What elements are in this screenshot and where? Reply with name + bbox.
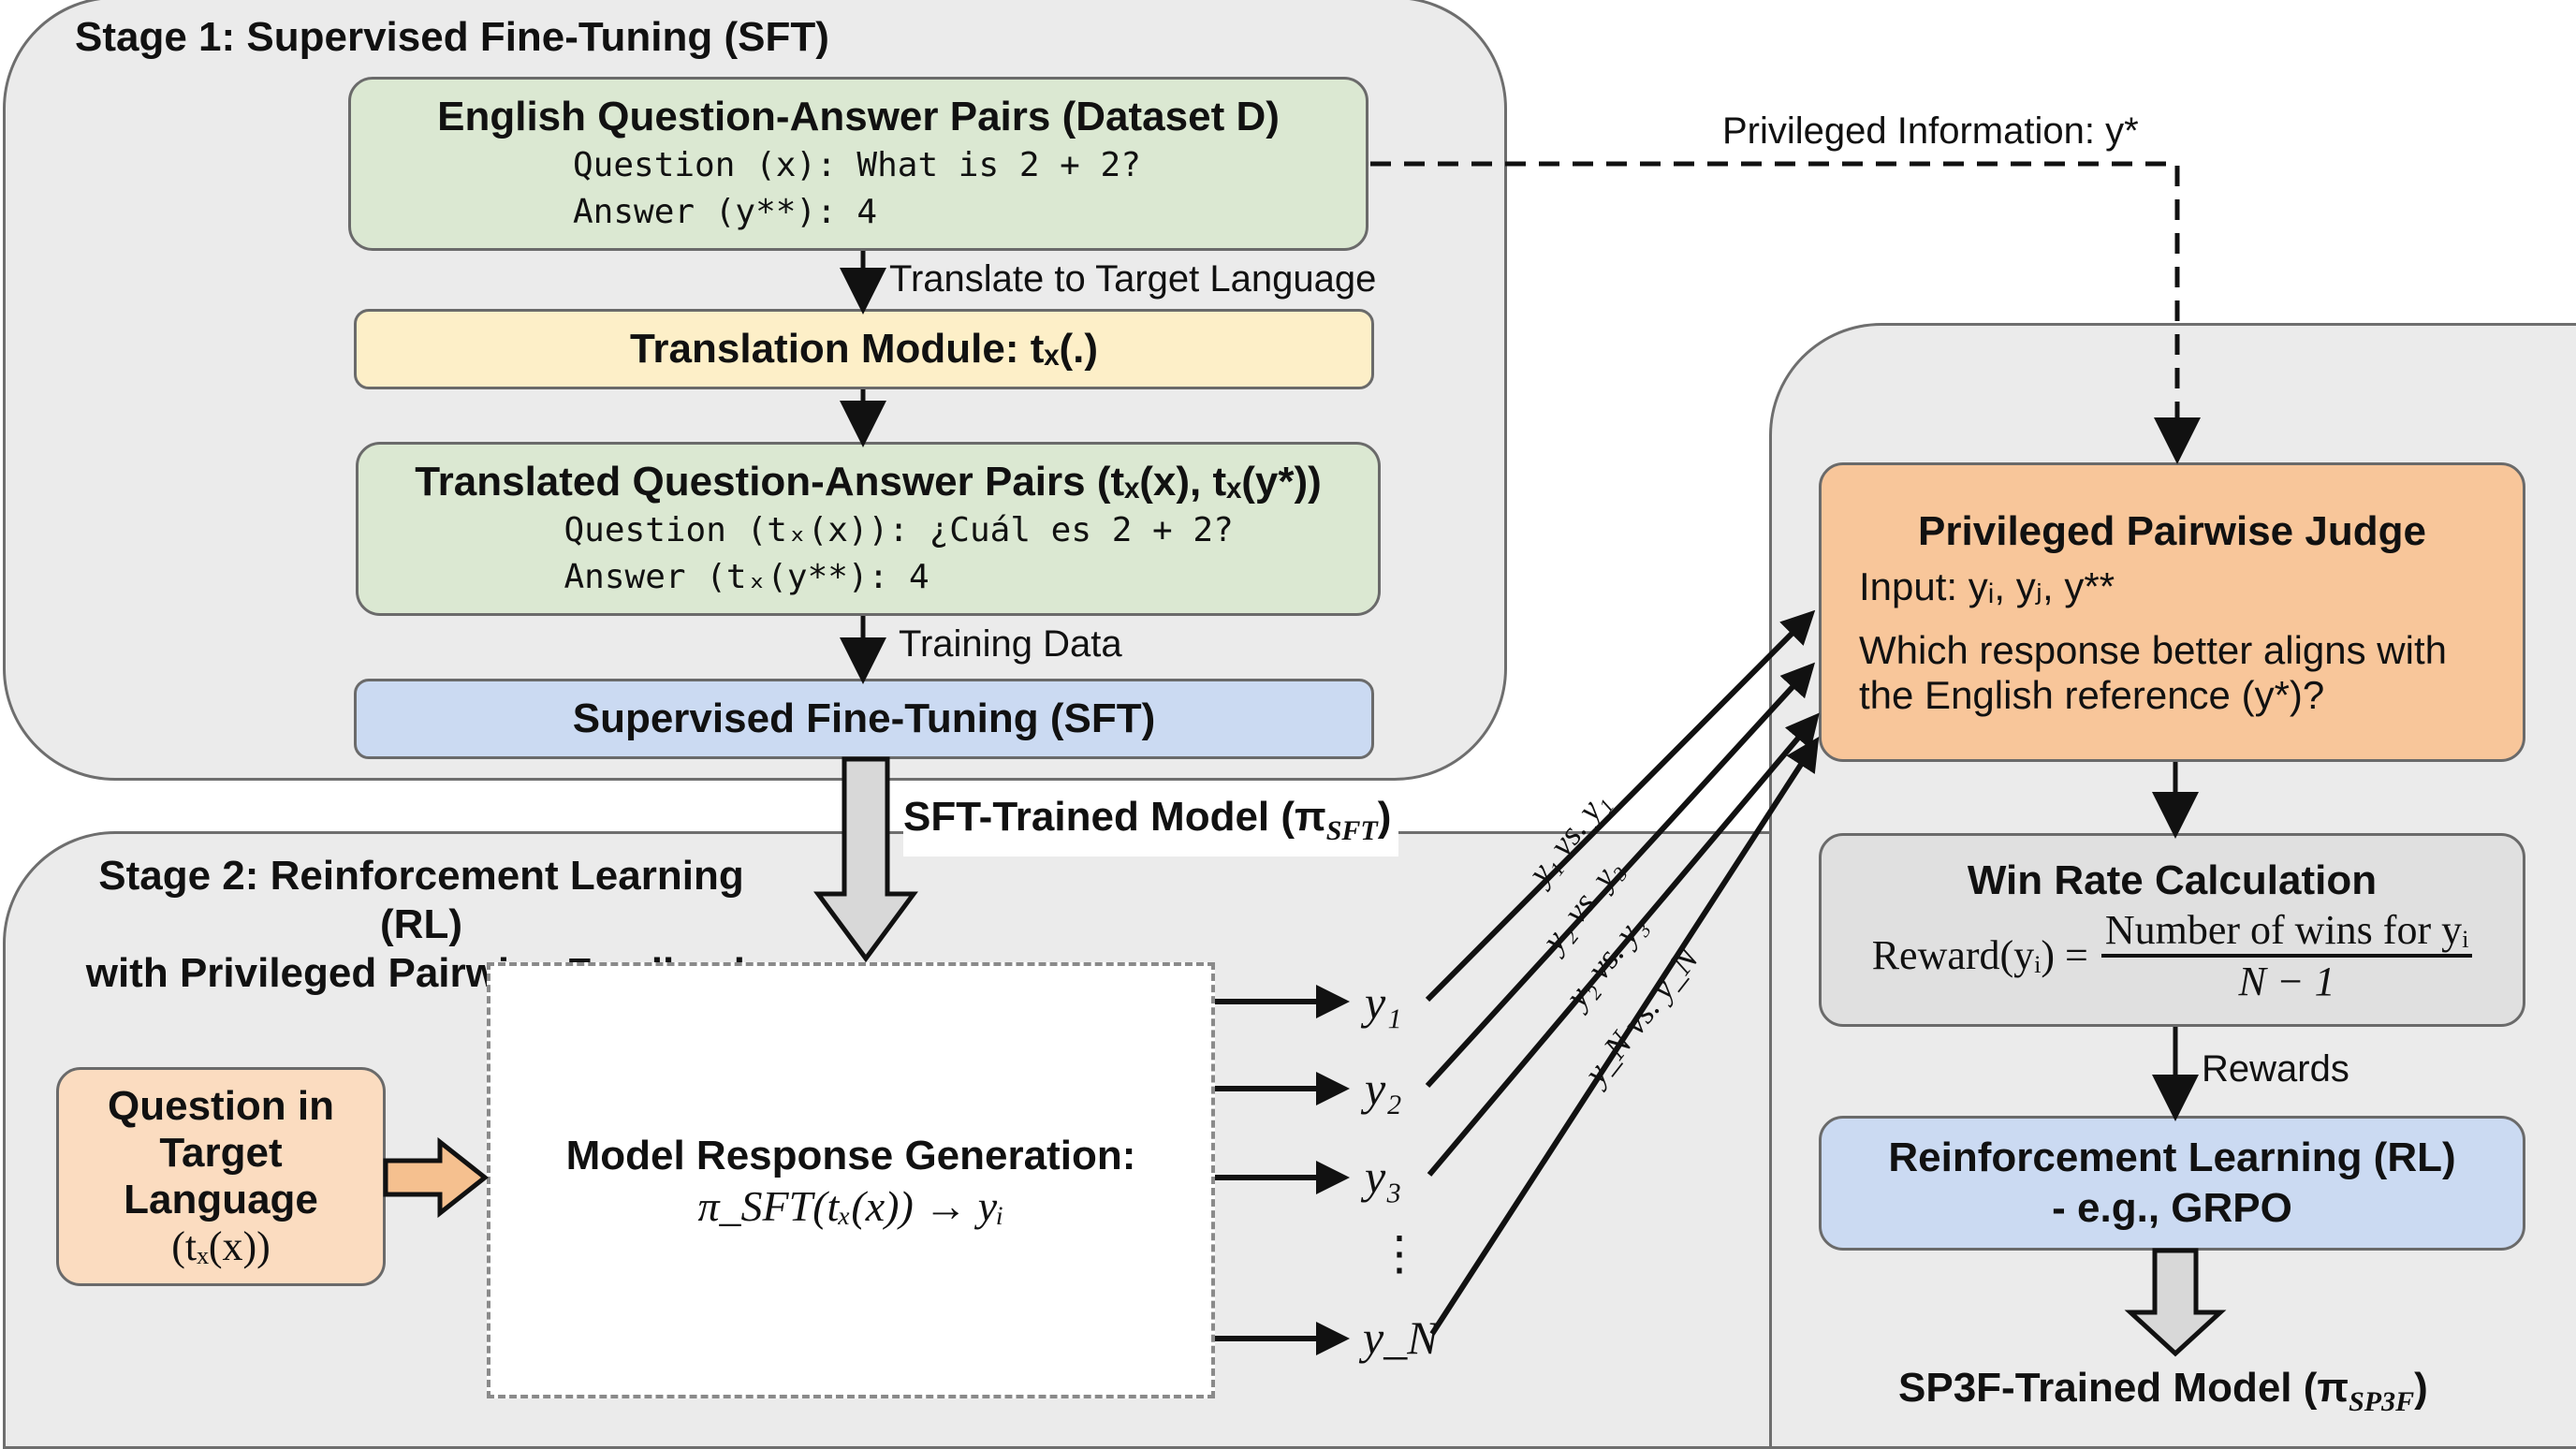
final-model-hollow-arrow	[2124, 1248, 2227, 1357]
english-question: Question (x): What is 2 + 2?	[573, 146, 1141, 184]
sft-box: Supervised Fine-Tuning (SFT)	[354, 679, 1374, 759]
generation-title: Model Response Generation:	[565, 1132, 1136, 1178]
sft-model-sub: SFT	[1325, 814, 1378, 846]
sft-box-label: Supervised Fine-Tuning (SFT)	[572, 695, 1156, 741]
response-generation-box: Model Response Generation: π_SFT(tₓ(x)) …	[487, 962, 1215, 1398]
rl-box: Reinforcement Learning (RL) - e.g., GRPO	[1819, 1116, 2525, 1251]
output-yN: y_N	[1363, 1311, 1439, 1364]
sft-model-label: SFT-Trained Model (πSFT)	[903, 792, 1399, 856]
win-rate-box: Win Rate Calculation Reward(yᵢ) = Number…	[1819, 833, 2525, 1027]
stage2-title-line1: Stage 2: Reinforcement Learning (RL)	[98, 853, 744, 947]
pair-arrow-4	[1429, 736, 1820, 1336]
translation-module-label: Translation Module: tₓ(.)	[629, 326, 1099, 372]
sft-model-close: )	[1377, 794, 1392, 840]
question-target-box: Question in Target Language (tₓ(x))	[56, 1067, 386, 1286]
output-y3: y₃	[1365, 1150, 1402, 1203]
question-to-generation-arrow	[383, 1136, 490, 1219]
rl-box-line1: Reinforcement Learning (RL)	[1888, 1134, 2456, 1180]
pair-arrow-2	[1425, 662, 1816, 1089]
win-rate-numerator: Number of wins for yᵢ	[2100, 906, 2473, 958]
judge-title: Privileged Pairwise Judge	[1918, 508, 2426, 554]
sft-model-hollow-arrow	[813, 756, 918, 963]
sft-model-text: SFT-Trained Model (π	[903, 794, 1326, 840]
question-target-line2: Target	[159, 1130, 283, 1176]
translated-pairs-title: Translated Question-Answer Pairs (tₓ(x),…	[415, 459, 1322, 505]
final-model-sub: SP3F	[2349, 1385, 2415, 1417]
rl-box-line2: - e.g., GRPO	[2052, 1185, 2292, 1231]
english-answer: Answer (y**): 4	[573, 193, 878, 231]
pair-arrow-1	[1425, 609, 1816, 1003]
pair-arrow-3	[1427, 712, 1820, 1177]
win-rate-denominator: N − 1	[2238, 958, 2335, 1004]
english-pairs-box: English Question-Answer Pairs (Dataset D…	[348, 77, 1368, 251]
output-y1: y₁	[1365, 976, 1402, 1029]
translated-answer: Answer (tₓ(y**): 4	[564, 558, 929, 596]
judge-input: Input: yᵢ, yⱼ, y**	[1859, 564, 2115, 608]
win-rate-lhs: Reward(yᵢ) =	[1871, 932, 2088, 978]
final-model-label: SP3F-Trained Model (πSP3F)	[1898, 1363, 2428, 1427]
translated-pairs-box: Translated Question-Answer Pairs (tₓ(x),…	[356, 442, 1381, 616]
final-model-close: )	[2414, 1365, 2428, 1411]
translate-label: Translate to Target Language	[889, 258, 1377, 300]
question-target-line4: (tₓ(x))	[171, 1223, 271, 1269]
english-pairs-title: English Question-Answer Pairs (Dataset D…	[437, 94, 1280, 139]
output-y2: y₂	[1365, 1062, 1402, 1115]
final-model-text: SP3F-Trained Model (π	[1898, 1365, 2349, 1411]
question-target-line3: Language	[124, 1177, 318, 1222]
translation-module-box: Translation Module: tₓ(.)	[354, 309, 1374, 389]
output-ellipsis: ⋮	[1376, 1227, 1423, 1280]
judge-question-line1: Which response better aligns with	[1859, 628, 2447, 672]
judge-box: Privileged Pairwise Judge Input: yᵢ, yⱼ,…	[1819, 462, 2525, 762]
win-rate-title: Win Rate Calculation	[1967, 856, 2378, 903]
judge-question-line2: the English reference (y*)?	[1859, 673, 2325, 717]
training-data-label: Training Data	[899, 623, 1122, 665]
privileged-info-dashed-line	[1370, 161, 2201, 464]
translated-question: Question (tₓ(x)): ¿Cuál es 2 + 2?	[564, 511, 1234, 549]
stage1-title: Stage 1: Supervised Fine-Tuning (SFT)	[75, 14, 829, 60]
rewards-label: Rewards	[2202, 1048, 2349, 1090]
question-target-line1: Question in	[108, 1083, 334, 1129]
privileged-info-label: Privileged Information: y*	[1722, 110, 2139, 152]
generation-formula: π_SFT(tₓ(x)) → yᵢ	[697, 1181, 1004, 1230]
